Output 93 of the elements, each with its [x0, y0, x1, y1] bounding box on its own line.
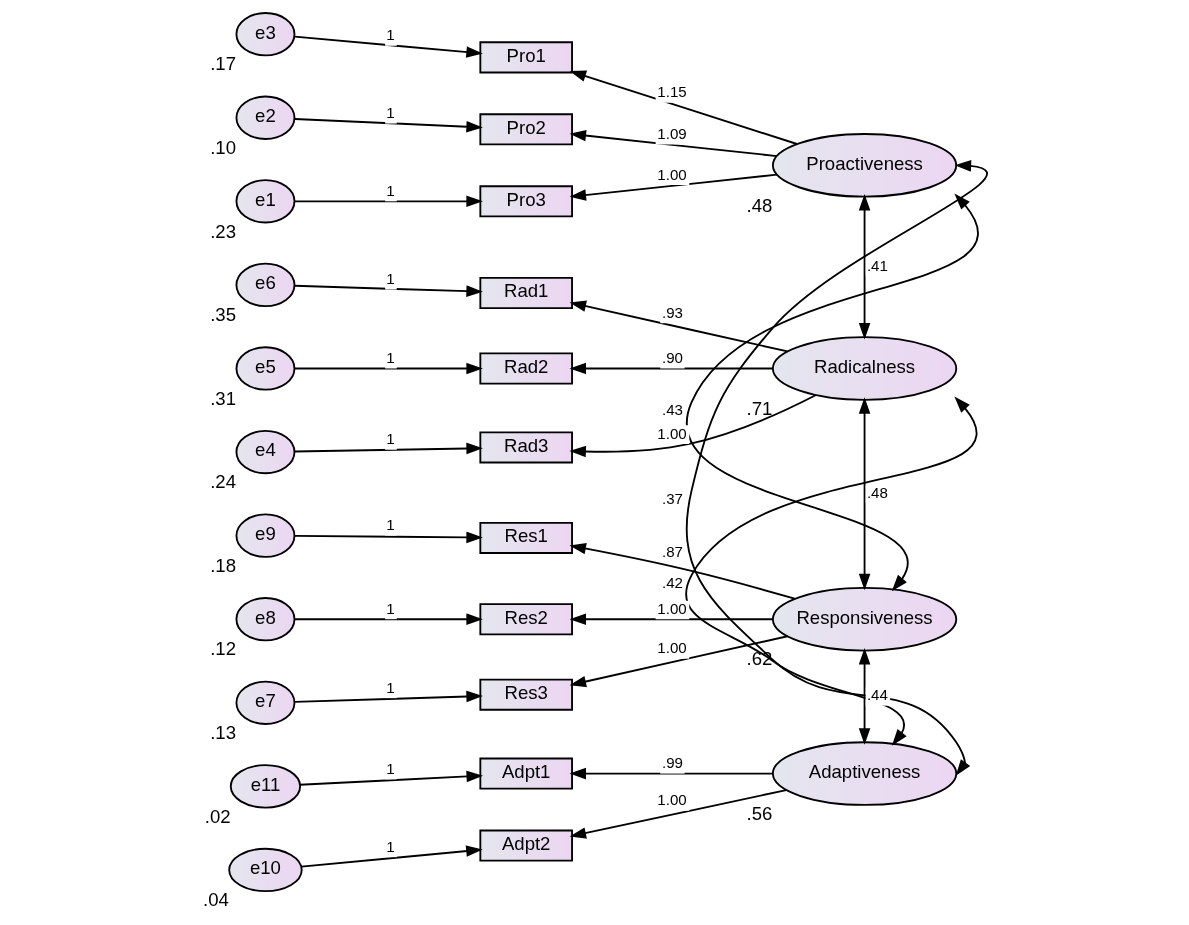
arrow	[568, 394, 816, 458]
node-ellipse: Radicalness	[771, 336, 957, 401]
arrow	[569, 635, 788, 688]
arrow	[569, 300, 788, 353]
node-box: Rad2	[478, 352, 573, 385]
node-box: Res3	[478, 678, 573, 711]
node-label: .02	[204, 805, 231, 827]
node-label: .04	[202, 889, 229, 911]
edge-label: .37	[661, 489, 683, 507]
node-ellipse: Proactiveness	[771, 133, 957, 198]
arrow	[298, 770, 483, 786]
arrow	[293, 35, 483, 58]
arrow	[293, 118, 483, 133]
edge-label: 1.00	[656, 599, 687, 617]
edge-label: .42	[661, 574, 683, 592]
node-label: .56	[746, 802, 772, 824]
edge-label: 1	[385, 181, 395, 199]
node-ellipse: e8	[235, 597, 295, 642]
edge-label: 1	[385, 270, 395, 288]
arrow	[300, 845, 483, 868]
node-box: Pro2	[478, 113, 573, 146]
node-ellipse: e1	[235, 179, 295, 224]
node-ellipse: e6	[235, 262, 295, 308]
node-ellipse: e5	[235, 346, 295, 391]
node-ellipse: e7	[235, 680, 295, 725]
node-ellipse: e3	[235, 12, 295, 57]
arrow	[858, 397, 870, 591]
node-ellipse: Adaptiveness	[771, 741, 957, 806]
node-ellipse: e4	[235, 429, 295, 475]
node-label: .17	[209, 53, 236, 75]
edge-label: 1.09	[656, 125, 687, 143]
edge-label: 1	[385, 104, 395, 122]
edge-label: 1	[385, 760, 395, 778]
edge-label: .87	[661, 543, 683, 560]
edge-label: .41	[866, 256, 888, 274]
node-label: .48	[746, 194, 772, 216]
node-box: Pro3	[478, 185, 573, 218]
edge-label: .48	[866, 483, 888, 501]
node-box: Pro1	[478, 41, 573, 74]
edge-label: .93	[661, 303, 683, 321]
arrow	[685, 160, 988, 776]
arrow	[858, 647, 870, 745]
arrow	[293, 284, 483, 297]
arrow	[569, 362, 773, 375]
node-label: .23	[209, 220, 236, 242]
node-label: .13	[209, 721, 236, 743]
edge-label: 1	[385, 678, 395, 696]
node-label: .71	[746, 397, 772, 419]
edge-label: .99	[661, 754, 683, 772]
node-label: .35	[209, 304, 236, 326]
node-ellipse: Responsiveness	[771, 586, 957, 652]
arrow	[293, 442, 483, 455]
edge-label: 1	[385, 516, 395, 534]
node-box: Res2	[478, 603, 573, 636]
arrow	[569, 767, 773, 780]
edge-label: .90	[661, 349, 683, 367]
edge-label: 1	[385, 837, 395, 855]
arrow	[293, 690, 483, 703]
edge-label: 1.00	[656, 639, 687, 657]
edge-label: 1.00	[656, 791, 687, 809]
edge-label: 1	[385, 26, 395, 44]
node-label: .24	[209, 471, 236, 493]
arrow	[293, 362, 483, 375]
edge-label: 1	[385, 430, 395, 448]
node-box: Res1	[478, 521, 573, 554]
arrow	[569, 173, 778, 201]
arrow	[293, 195, 483, 208]
node-ellipse: e2	[235, 95, 295, 140]
edge-label: .44	[866, 686, 888, 704]
edge-label: .43	[661, 401, 683, 419]
node-label: .31	[209, 387, 236, 409]
edge-label: 1.00	[656, 424, 687, 442]
arrow	[684, 396, 977, 746]
node-box: Adpt2	[478, 829, 573, 862]
node-ellipse: e10	[227, 847, 303, 893]
node-box: Rad1	[478, 277, 573, 310]
arrow	[293, 531, 483, 544]
node-box: Rad3	[478, 431, 573, 464]
node-label: .12	[209, 638, 236, 660]
edge-label: 1	[385, 349, 395, 367]
edge-label: 1	[385, 599, 395, 617]
node-label: .10	[209, 136, 236, 158]
arrow	[685, 193, 978, 592]
edge-label: 1.15	[656, 83, 687, 101]
node-ellipse: e9	[235, 513, 295, 558]
arrow	[569, 613, 773, 625]
edge-label: 1.00	[656, 165, 687, 183]
node-box: Adpt1	[478, 757, 573, 790]
arrow	[569, 129, 778, 157]
arrow	[293, 613, 483, 625]
node-label: .18	[209, 554, 236, 576]
node-ellipse: e11	[229, 764, 301, 809]
arrow	[858, 194, 870, 340]
